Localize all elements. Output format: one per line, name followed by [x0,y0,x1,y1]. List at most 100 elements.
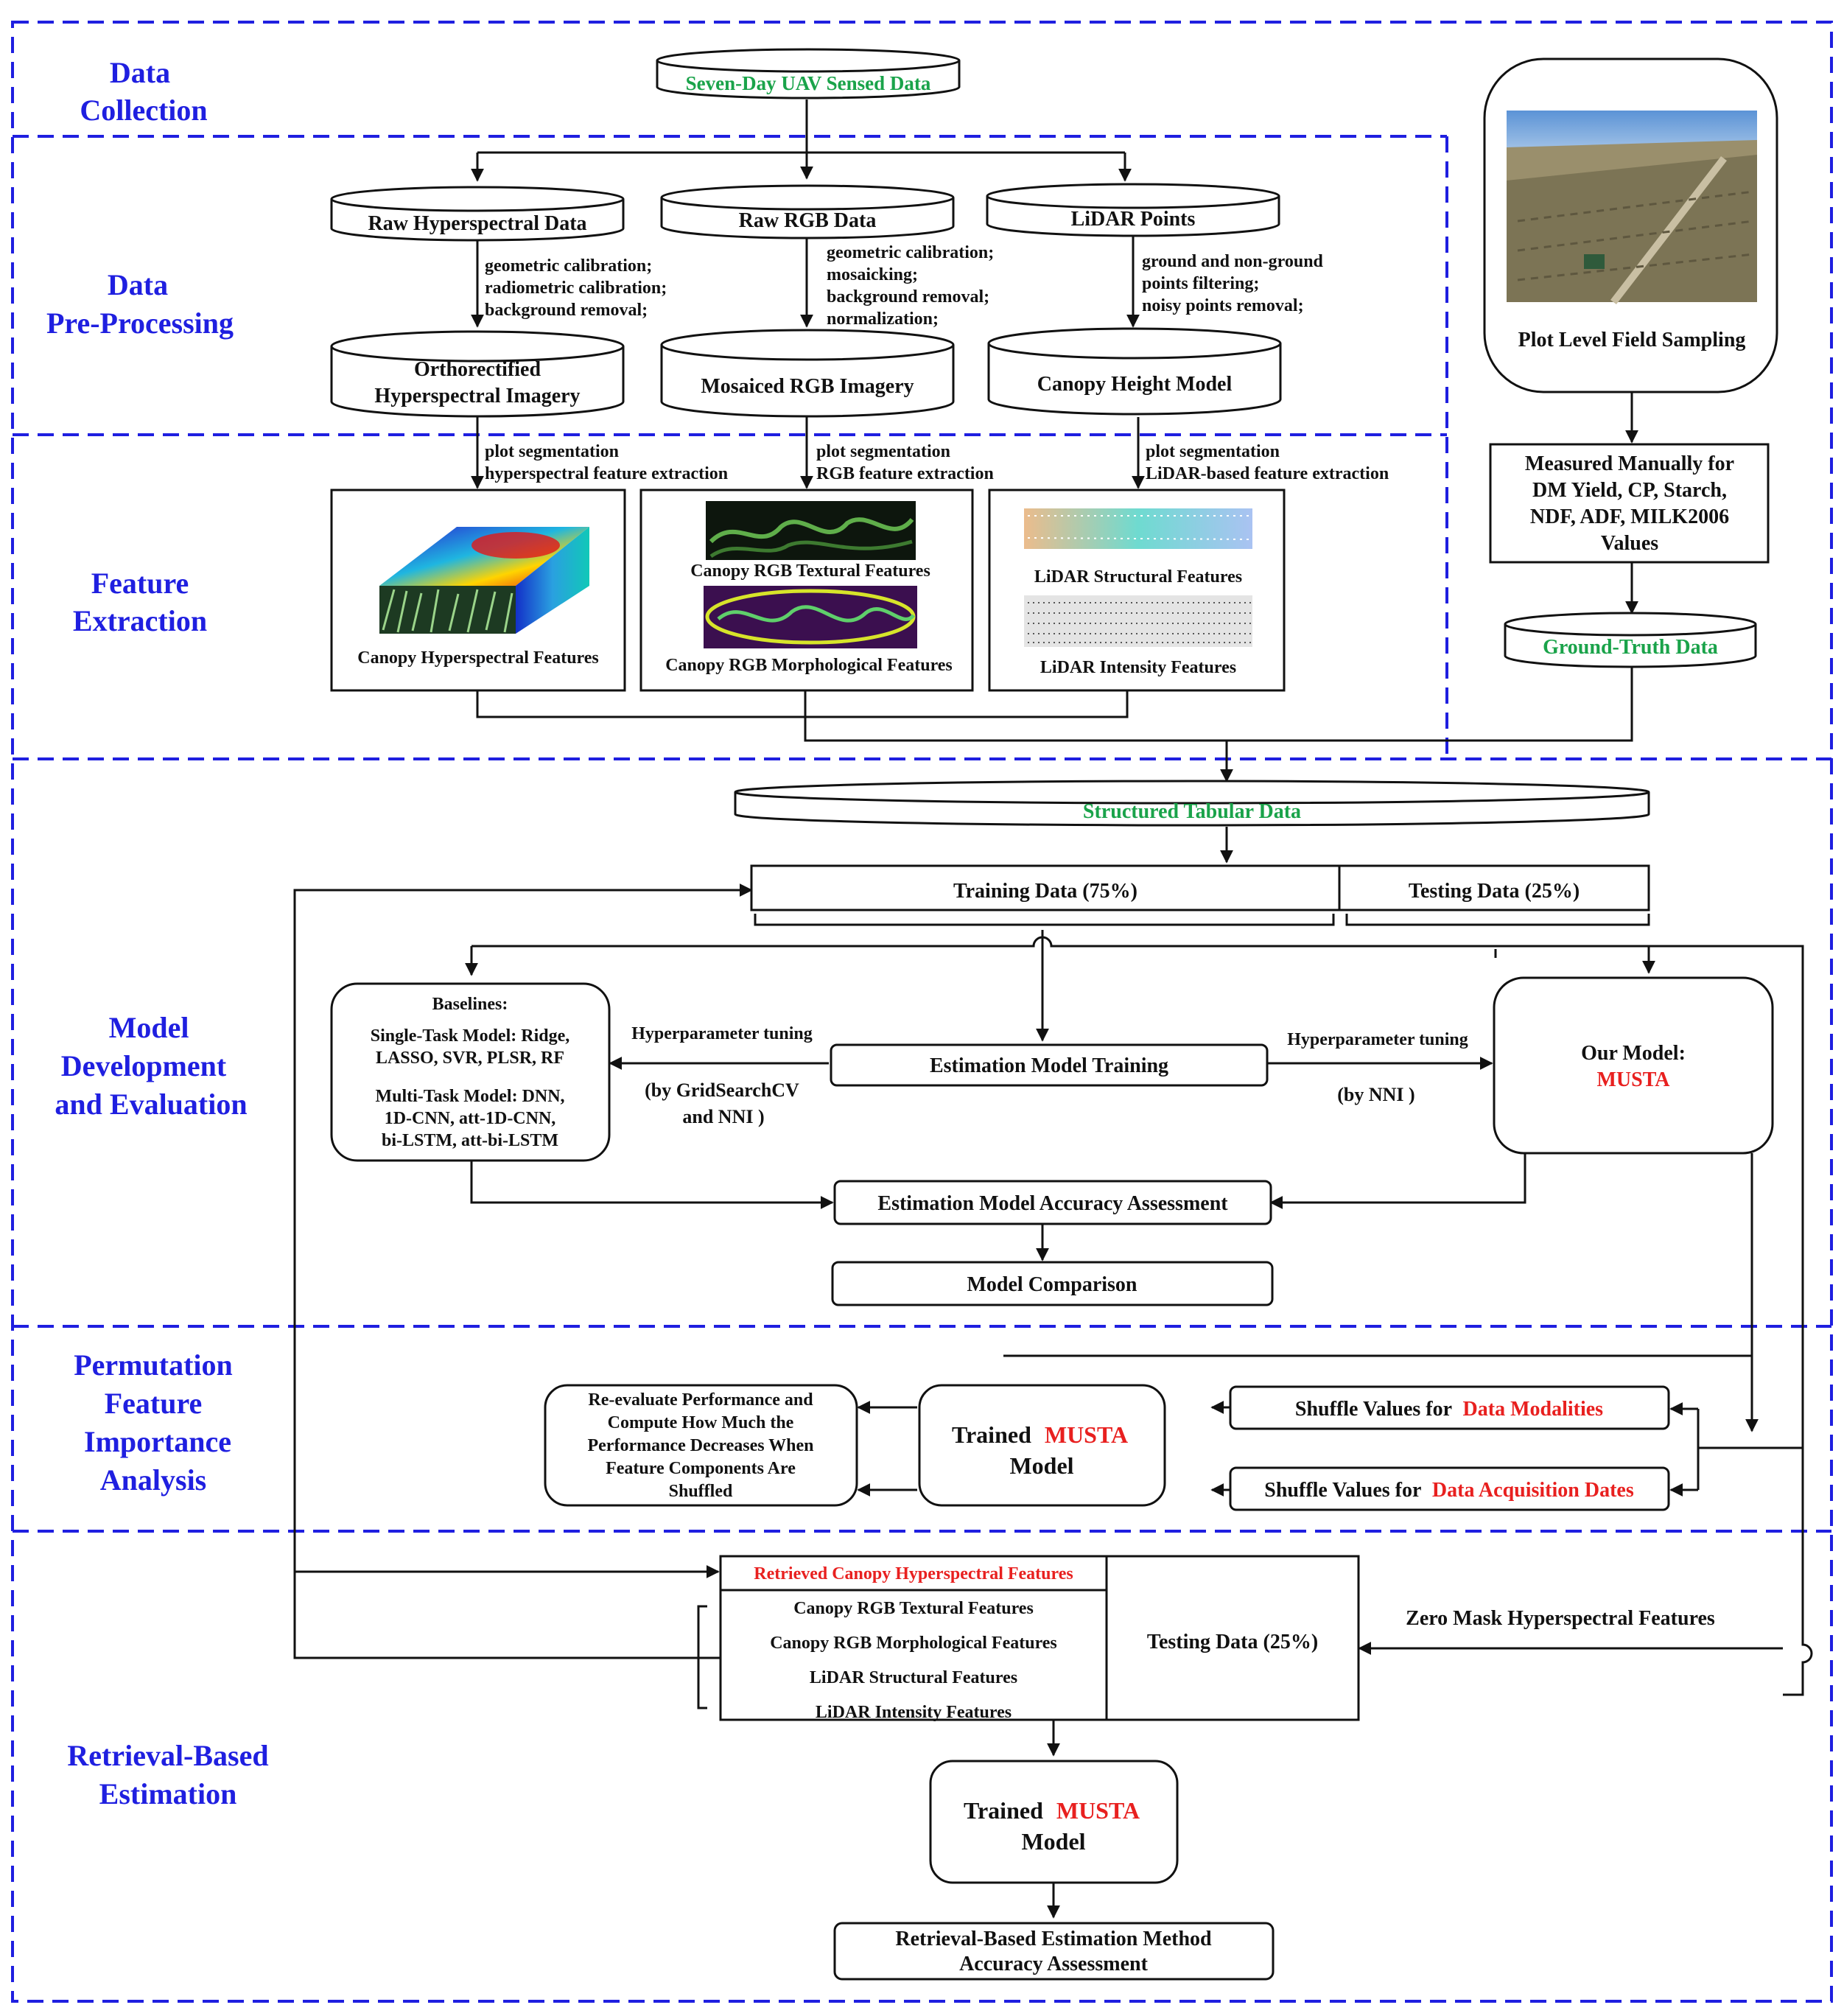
section-title-model-3: and Evaluation [55,1088,247,1121]
shuffle-dates-prefix: Shuffle Values for [1264,1479,1421,1502]
final-assessment-line-2: Accuracy Assessment [959,1953,1149,1975]
rgb-textural-label: Canopy RGB Textural Features [690,561,930,581]
tuning-right-label: Hyperparameter tuning [1287,1030,1468,1049]
shuffle-modalities-highlight: Data Modalities [1463,1398,1604,1421]
structured-tabular-label: Structured Tabular Data [1083,800,1301,823]
tuning-left-by-1: (by GridSearchCV [645,1079,799,1101]
field-sampling-label: Plot Level Field Sampling [1518,329,1746,351]
rgb-step-2: mosaicking; [827,265,918,284]
measured-line-3: NDF, ADF, MILK2006 [1530,505,1729,528]
section-title-preprocessing-2: Pre-Processing [46,307,234,340]
accuracy-assessment-label: Estimation Model Accuracy Assessment [877,1192,1228,1215]
orthorectified-label-2: Hyperspectral Imagery [374,385,580,407]
section-title-preprocessing-1: Data [108,268,168,301]
lidar-step-2: points filtering; [1142,274,1259,293]
shuffle-modalities-line: Shuffle Values for Data Modalities [1295,1398,1603,1421]
raw-hyperspectral-node: Raw Hyperspectral Data [330,186,625,242]
section-title-retrieval-2: Estimation [99,1777,237,1810]
retrieval-list-1: Canopy RGB Textural Features [793,1599,1034,1618]
hyperspectral-cube-image [379,527,589,634]
orthorectified-label-1: Orthorectified [414,358,541,381]
section-title-model-1: Model [109,1011,189,1044]
retrieved-hyperspectral-label: Retrieved Canopy Hyperspectral Features [754,1564,1073,1583]
our-model-musta: MUSTA [1596,1068,1670,1091]
model-label-permutation: Model [1009,1452,1073,1479]
canopy-height-node: Canopy Height Model [987,327,1282,416]
musta-label-retrieval: MUSTA [1056,1797,1140,1824]
zero-mask-label: Zero Mask Hyperspectral Features [1406,1607,1715,1630]
measured-line-4: Values [1601,532,1658,555]
uav-data-label: Seven-Day UAV Sensed Data [686,72,931,94]
trained-musta-retrieval-line-1: Trained MUSTA [964,1797,1140,1824]
model-comparison-label: Model Comparison [967,1273,1137,1296]
rgb-textural-image [706,501,916,560]
ground-truth-label: Ground-Truth Data [1543,636,1718,659]
baselines-line-3: Multi-Task Model: DNN, [375,1087,564,1106]
training-data-label: Training Data (75%) [953,880,1137,903]
rgb-extract-2: RGB feature extraction [816,464,994,483]
lidar-structural-image [1024,508,1253,549]
hyper-step-2: radiometric calibration; [485,279,667,298]
raw-hyperspectral-label: Raw Hyperspectral Data [368,212,586,235]
trained-label-retrieval: Trained [964,1797,1043,1824]
baselines-node: Baselines: Single-Task Model: Ridge, LAS… [330,982,611,1162]
section-title-feature-2: Extraction [73,604,207,637]
hyperspectral-feature-box: Canopy Hyperspectral Features [330,489,626,692]
estimation-training-node: Estimation Model Training [830,1043,1269,1087]
section-title-permutation-2: Feature [105,1387,203,1420]
baselines-line-4: 1D-CNN, att-1D-CNN, [385,1109,556,1128]
rgb-step-3: background removal; [827,287,989,307]
rgb-extract-1: plot segmentation [816,442,950,461]
section-outlines [11,21,1833,2003]
shuffle-modalities-node: Shuffle Values for Data Modalities [1229,1385,1670,1430]
lidar-step-1: ground and non-ground [1142,252,1324,271]
lidar-structural-label: LiDAR Structural Features [1034,567,1242,587]
retrieval-list-2: Canopy RGB Morphological Features [770,1634,1057,1653]
shuffle-dates-highlight: Data Acquisition Dates [1432,1479,1634,1502]
accuracy-assessment-node: Estimation Model Accuracy Assessment [833,1180,1272,1225]
reevaluate-line-1: Re-evaluate Performance and [588,1390,813,1410]
rgb-feature-box: Canopy RGB Textural Features Canopy RGB … [639,489,974,692]
measured-line-2: DM Yield, CP, Starch, [1532,479,1727,502]
hyper-extract-1: plot segmentation [485,442,619,461]
data-split-node: Training Data (75%) Testing Data (25%) [750,864,1650,911]
hyper-extract-2: hyperspectral feature extraction [485,464,728,483]
section-titles: Data Collection Data Pre-Processing Feat… [46,56,269,1810]
ground-truth-node: Ground-Truth Data [1504,612,1757,668]
measured-line-1: Measured Manually for [1525,452,1734,475]
retrieval-table-node: Retrieved Canopy Hyperspectral Features … [719,1555,1360,1722]
hyper-step-3: background removal; [485,301,648,320]
our-model-node: Our Model: MUSTA [1493,976,1774,1155]
field-photo-image [1507,111,1757,305]
trained-musta-retrieval-node: Trained MUSTA Model [929,1760,1179,1884]
trained-musta-permutation-node: Trained MUSTA Model [918,1384,1166,1507]
section-title-model-2: Development [61,1049,227,1082]
section-title-permutation-4: Analysis [100,1463,207,1497]
musta-label-permutation: MUSTA [1045,1421,1128,1448]
trained-musta-permutation-line-1: Trained MUSTA [952,1421,1128,1448]
uav-data-node: Seven-Day UAV Sensed Data [656,48,961,99]
mosaiced-rgb-node: Mosaiced RGB Imagery [660,329,955,418]
raw-rgb-node: Raw RGB Data [660,184,955,239]
reevaluate-line-4: Feature Components Are [606,1459,796,1478]
model-label-retrieval: Model [1021,1828,1085,1855]
lidar-feature-box: LiDAR Structural Features LiDAR Intensit… [988,489,1286,692]
section-title-permutation-3: Importance [84,1425,231,1458]
section-title-feature-1: Feature [91,567,189,600]
our-model-label: Our Model: [1581,1042,1686,1065]
lidar-intensity-label: LiDAR Intensity Features [1040,658,1236,677]
shuffle-dates-node: Shuffle Values for Data Acquisition Date… [1229,1466,1670,1511]
section-title-collection-1: Data [110,56,170,89]
retrieval-list-4: LiDAR Intensity Features [816,1703,1012,1722]
lidar-extract-1: plot segmentation [1146,442,1280,461]
shuffle-dates-line: Shuffle Values for Data Acquisition Date… [1264,1479,1634,1502]
canopy-height-label: Canopy Height Model [1037,373,1233,396]
tuning-left-label: Hyperparameter tuning [631,1024,813,1043]
baselines-title: Baselines: [432,995,508,1014]
rgb-step-4: normalization; [827,309,939,329]
preprocessing-steps: geometric calibration; radiometric calib… [485,243,1324,329]
reevaluate-line-3: Performance Decreases When [587,1436,813,1455]
raw-rgb-label: Raw RGB Data [739,209,877,232]
measured-node: Measured Manually for DM Yield, CP, Star… [1489,443,1770,564]
